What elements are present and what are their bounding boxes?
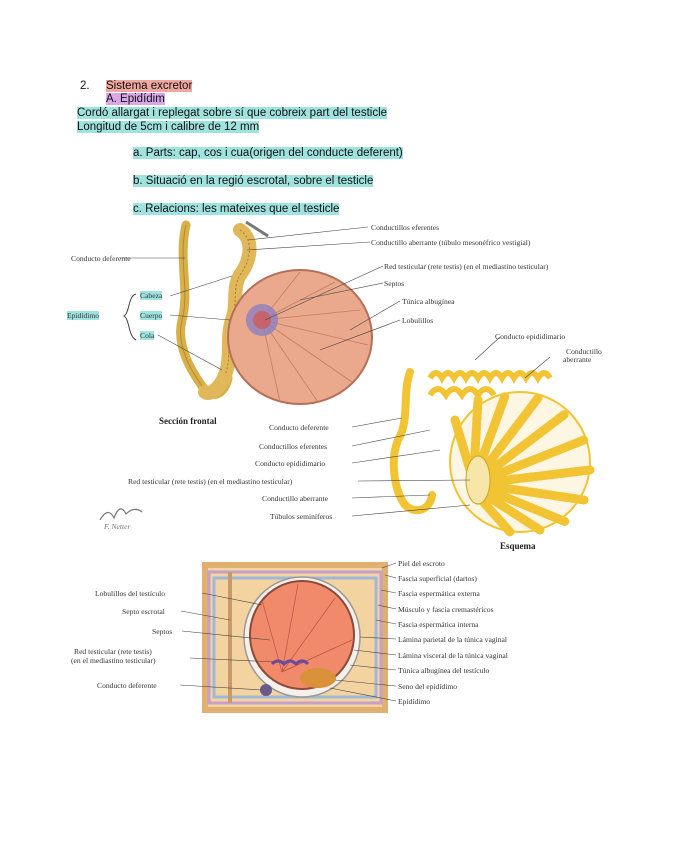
- label-septos-bottom: Septos: [152, 627, 173, 636]
- label-conductillo-schema-1: Conductillo: [566, 347, 602, 356]
- label-piel-escroto: Piel del escroto: [398, 559, 445, 568]
- section-title: Sistema excretor: [106, 80, 193, 92]
- label-fascia-espermatica-externa: Fascia espermática externa: [398, 589, 480, 598]
- note-item-c: c. Relacions: les mateixes que el testic…: [133, 203, 340, 215]
- testicle-section-drawing: [249, 580, 355, 690]
- signature-drawing: [99, 508, 143, 521]
- label-red-testicular-mid: Red testicular (rete testis) (en el medi…: [128, 477, 293, 486]
- label-tubulos-seminiferos: Túbulos seminíferos: [270, 512, 333, 521]
- label-conducto-epididimario-mid: Conducto epididimario: [255, 459, 326, 468]
- section-number: 2.: [80, 80, 90, 92]
- label-tunica-albuginea: Túnica albugínea: [402, 297, 455, 306]
- label-cuerpo: Cuerpo: [140, 311, 163, 320]
- label-conductillos-eferentes: Conductillos eferentes: [371, 223, 440, 232]
- label-seno-epididimo: Seno del epidídimo: [398, 682, 458, 691]
- label-red-testicular-bottom-1: Red testicular (rete testis): [74, 647, 152, 656]
- testis-section-drawing: [227, 269, 373, 405]
- section-subtitle: A. Epidídim: [106, 93, 165, 105]
- label-lamina-parietal: Lámina parietal de la túnica vaginal: [398, 635, 508, 644]
- label-conducto-deferente-mid: Conducto deferente: [269, 423, 329, 432]
- label-tunica-albuginea-testiculo: Túnica albugínea del testículo: [398, 666, 490, 675]
- label-septo-escrotal: Septo escrotal: [122, 607, 165, 616]
- label-fascia-superficial: Fascia superficial (dartos): [398, 574, 477, 583]
- label-seccion-frontal: Sección frontal: [159, 416, 217, 426]
- schema-deferent-drawing: [389, 368, 436, 515]
- note-line-2: Longitud de 5cm i calibre de 12 mm: [77, 121, 260, 133]
- note-line-1: Cordó allargat i replegat sobre sí que c…: [77, 107, 388, 119]
- label-conductillo-aberrante-mid: Conductillo aberrante: [262, 494, 329, 503]
- label-conductillo-schema-2: aberrante: [563, 355, 592, 364]
- label-epididimo: Epidídimo: [67, 311, 100, 320]
- label-red-testicular-bottom-2: (en el mediastino testicular): [71, 656, 156, 665]
- label-signature: F. Netter: [104, 522, 131, 531]
- label-conducto-deferente-bottom: Conducto deferente: [97, 681, 157, 690]
- label-red-testicular: Red testicular (rete testis) (en el medi…: [384, 262, 549, 271]
- label-lamina-visceral: Lámina visceral de la túnica vaginal: [398, 651, 508, 660]
- label-conducto-deferente-top: Conducto deferente: [71, 254, 131, 263]
- label-epididimo-bottom: Epidídimo: [398, 697, 431, 706]
- schema-epididymal-duct-drawing: [427, 370, 553, 384]
- label-lobulillos-testiculo: Lobulillos del testículo: [95, 589, 166, 598]
- label-septos: Septos: [384, 279, 405, 288]
- note-item-b: b. Situació en la regió escrotal, sobre …: [133, 175, 374, 187]
- label-fascia-espermatica-interna: Fascia espermática interna: [398, 620, 479, 629]
- note-item-a: a. Parts: cap, cos i cua(origen del cond…: [133, 147, 403, 159]
- label-esquema: Esquema: [500, 541, 536, 551]
- label-conducto-epididimario-schema: Conducto epididimario: [495, 332, 566, 341]
- label-musculo-cremasterico: Músculo y fascia cremastéricos: [398, 605, 494, 614]
- label-lobulillos: Lobulillos: [402, 316, 434, 325]
- label-cola: Cola: [140, 331, 155, 340]
- label-conductillo-aberrante: Conductillo aberrante (túbulo mesonéfric…: [371, 238, 531, 247]
- label-cabeza: Cabeza: [140, 291, 163, 300]
- label-conductillos-eferentes-mid: Conductillos eferentes: [259, 442, 328, 451]
